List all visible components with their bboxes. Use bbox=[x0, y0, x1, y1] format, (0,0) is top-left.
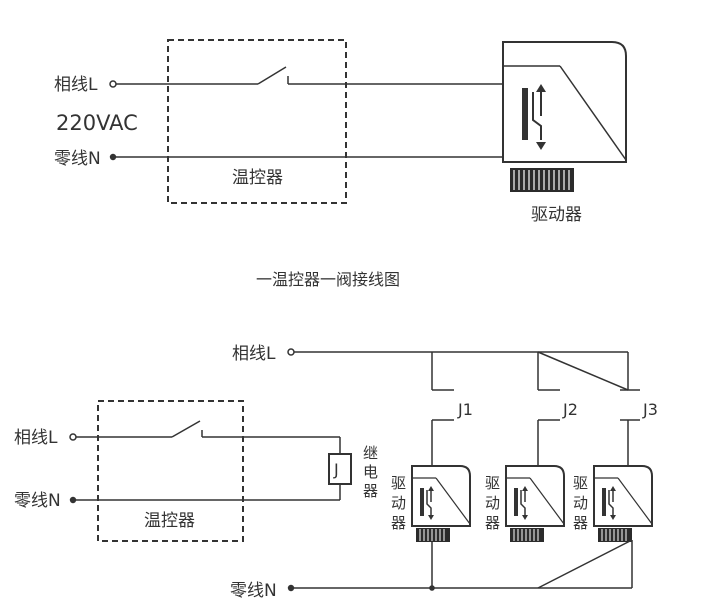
actuator3-label-1: 驱 bbox=[573, 474, 588, 492]
bottom-phase-label: 相线L bbox=[14, 428, 58, 448]
actuator-1 bbox=[411, 465, 471, 542]
contact-j3-label: J3 bbox=[642, 400, 658, 419]
top-actuator-label: 驱动器 bbox=[531, 205, 582, 225]
bottom-neutral-terminal bbox=[69, 496, 77, 504]
top-actuator bbox=[502, 41, 627, 192]
actuator3-label-2: 动 bbox=[573, 494, 588, 512]
top-neutral-label: 零线N bbox=[54, 149, 101, 169]
top-neutral-terminal bbox=[109, 153, 117, 161]
actuator2-label-3: 器 bbox=[485, 514, 500, 532]
relay-coil-label: J bbox=[333, 460, 339, 479]
relay-label-2: 电 bbox=[363, 463, 378, 481]
actuator1-label-1: 驱 bbox=[391, 474, 406, 492]
top-phase-label: 相线L bbox=[54, 75, 98, 95]
bottom-phase-bus-label: 相线L bbox=[232, 344, 276, 364]
bottom-neutral-bus-terminal bbox=[287, 584, 295, 592]
actuator-3 bbox=[593, 465, 653, 542]
contact-j2-label: J2 bbox=[562, 400, 578, 419]
relay-label-3: 器 bbox=[363, 482, 378, 500]
top-thermostat-box bbox=[167, 39, 347, 204]
top-thermostat-label: 温控器 bbox=[232, 168, 283, 188]
bottom-neutral-label: 零线N bbox=[14, 491, 61, 511]
bottom-phase-bus-terminal bbox=[287, 348, 295, 356]
bottom-thermostat-box bbox=[97, 400, 244, 542]
contact-j1-label: J1 bbox=[457, 400, 473, 419]
top-phase-terminal bbox=[109, 80, 117, 88]
relay-coil bbox=[328, 453, 352, 485]
actuator2-label-1: 驱 bbox=[485, 474, 500, 492]
top-diagram-caption: 一温控器一阀接线图 bbox=[256, 270, 400, 289]
bottom-phase-terminal bbox=[69, 433, 77, 441]
actuator2-label-2: 动 bbox=[485, 494, 500, 512]
bottom-thermostat-switch bbox=[171, 420, 201, 438]
actuator1-label-3: 器 bbox=[391, 514, 406, 532]
actuator-2 bbox=[505, 465, 565, 542]
bottom-neutral-bus-label: 零线N bbox=[230, 581, 277, 601]
actuator3-label-3: 器 bbox=[573, 514, 588, 532]
bottom-thermostat-label: 温控器 bbox=[144, 511, 195, 531]
actuator1-label-2: 动 bbox=[391, 494, 406, 512]
top-wiring-diagram: 相线L 220VAC 零线N 温控器 bbox=[54, 39, 627, 289]
top-voltage-label: 220VAC bbox=[56, 111, 138, 135]
bottom-wiring-diagram: 相线L 零线N 相线L 零线N 温控器 J 继 电 器 J1 bbox=[14, 344, 658, 601]
top-thermostat-switch bbox=[257, 66, 287, 85]
relay-label-1: 继 bbox=[363, 444, 378, 462]
